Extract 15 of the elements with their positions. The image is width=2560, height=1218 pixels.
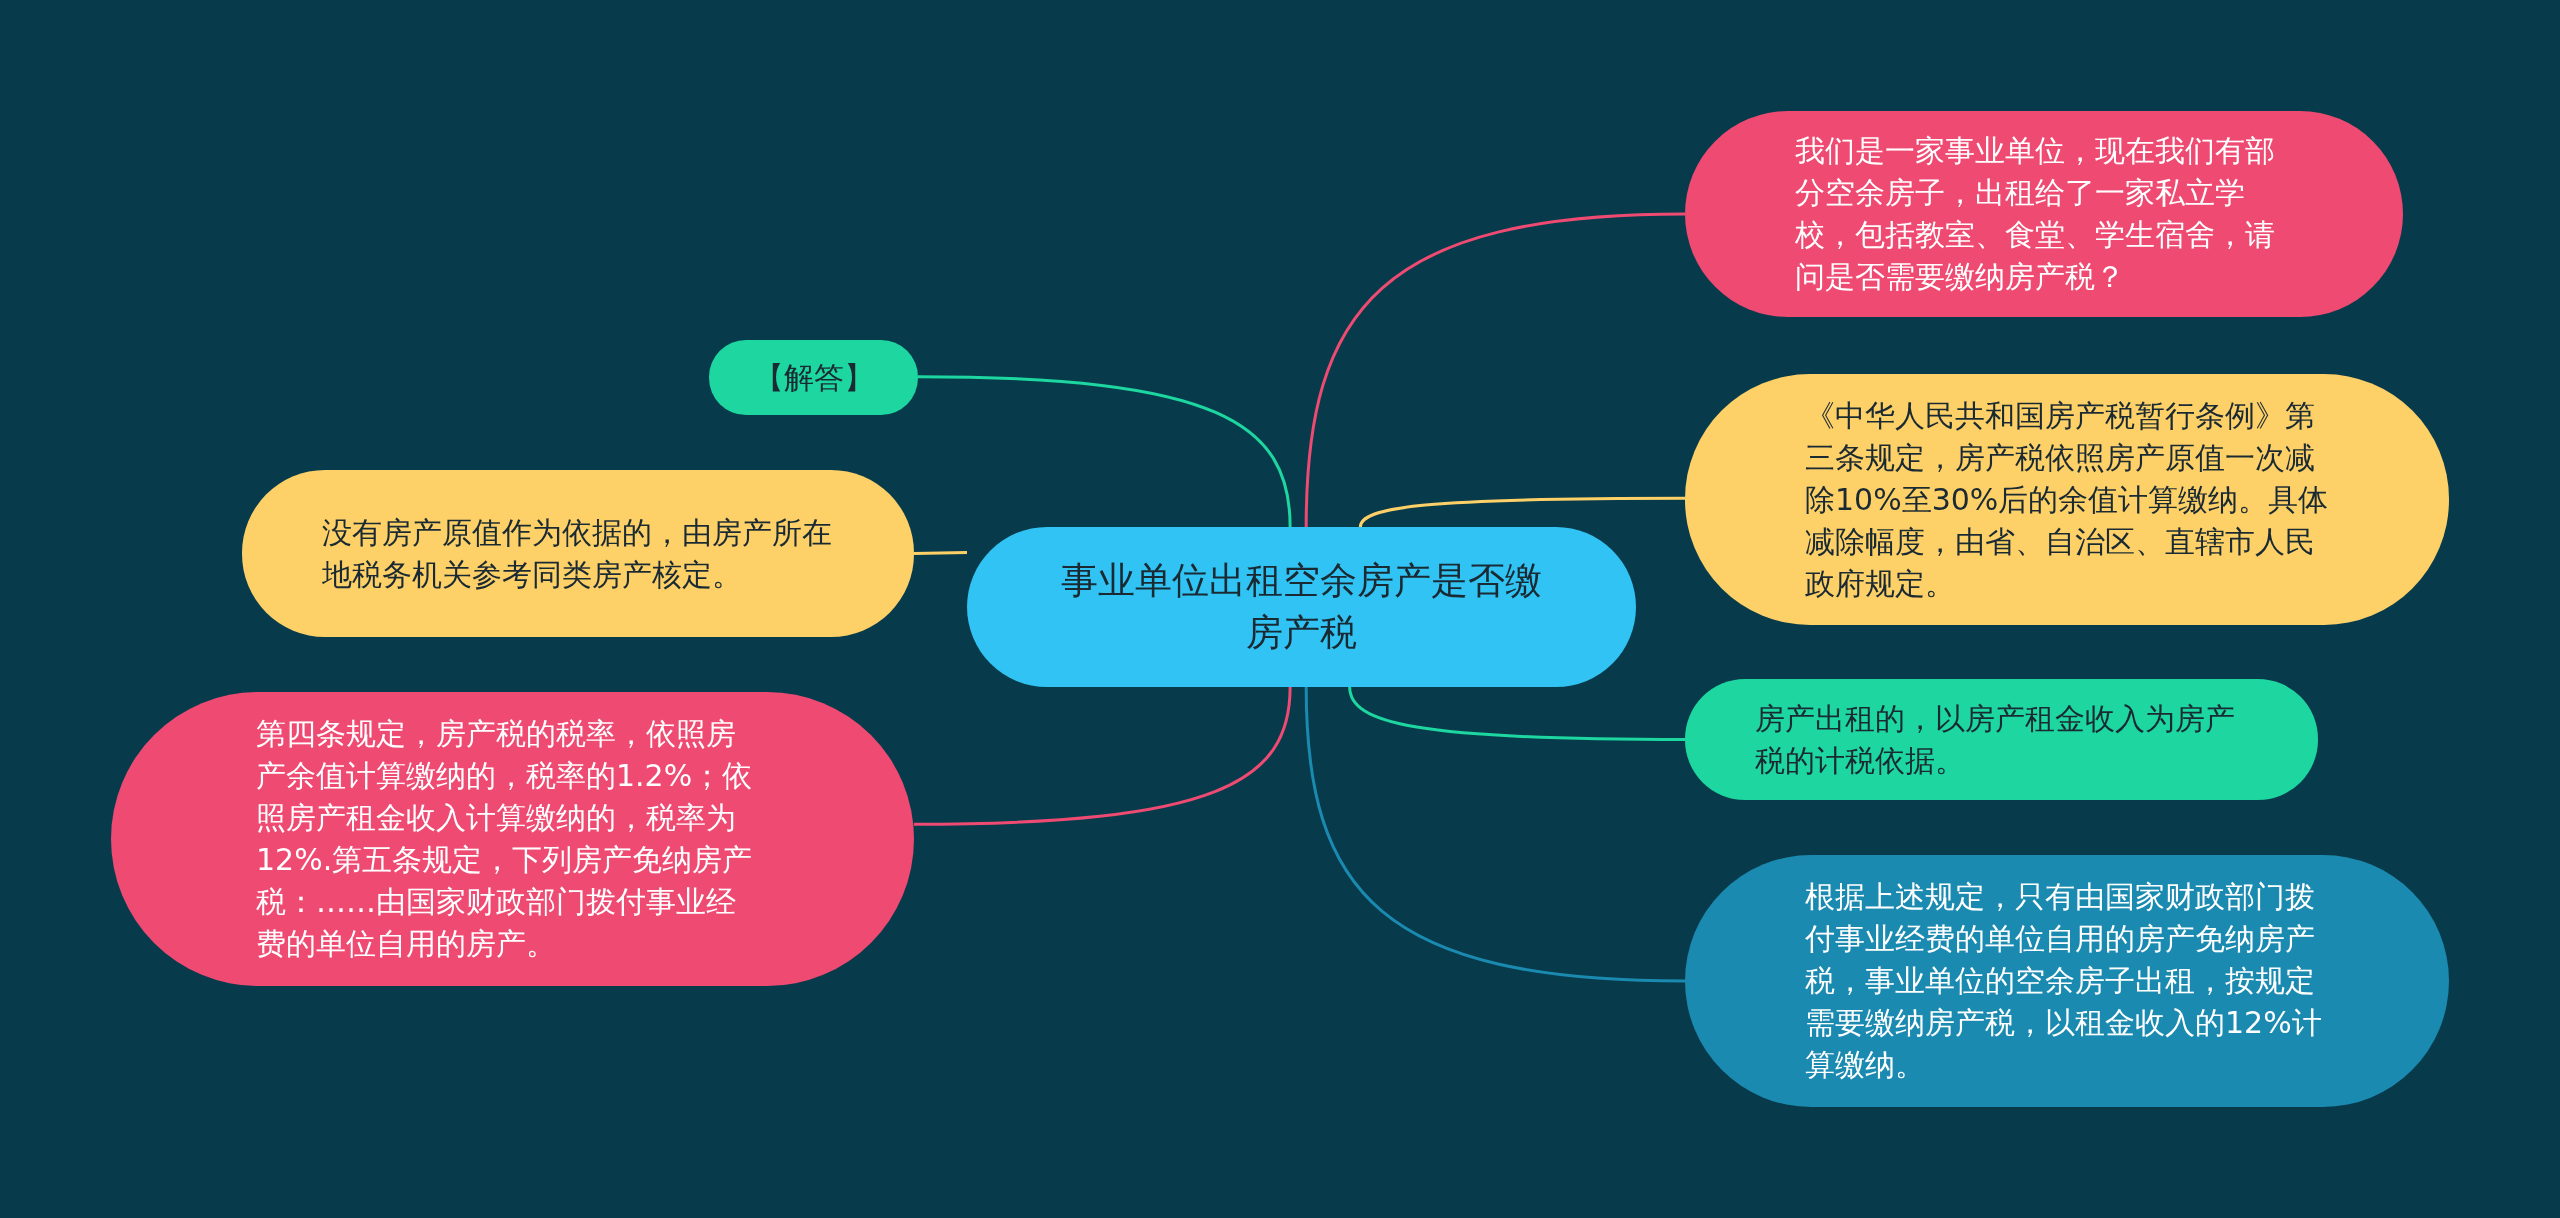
topic-bubble: 没有房产原值作为依据的，由房产所在地税务机关参考同类房产核定。: [242, 470, 914, 637]
topic-bubble: 【解答】: [709, 340, 918, 415]
topic-bubble: 我们是一家事业单位，现在我们有部分空余房子，出租给了一家私立学校，包括教室、食堂、学生宿舍，请问是否需要缴纳房产税？: [1685, 111, 2403, 317]
connector-line: [1304, 212, 1686, 528]
connector-line: [918, 375, 1292, 528]
connector-line: [1304, 686, 1686, 983]
topic-bubble: 房产出租的，以房产租金收入为房产税的计税依据。: [1685, 679, 2318, 800]
central-topic: 事业单位出租空余房产是否缴房产税: [967, 527, 1636, 687]
connector-line: [913, 551, 968, 555]
connector-line: [914, 686, 1292, 826]
topic-bubble: 《中华人民共和国房产税暂行条例》第三条规定，房产税依照房产原值一次减除10%至30%后的余值计算缴纳。具体减除幅度，由省、自治区、直辖市人民政府规定。: [1685, 374, 2449, 625]
topic-bubble: 根据上述规定，只有由国家财政部门拨付事业经费的单位自用的房产免纳房产税，事业单位的空余房子出租，按规定需要缴纳房产税，以租金收入的12%计算缴纳。: [1685, 855, 2449, 1107]
connector-line: [1358, 496, 1685, 528]
topic-bubble: 第四条规定，房产税的税率，依照房产余值计算缴纳的，税率的1.2%；依照房产租金收入计算缴纳的，税率为12%.第五条规定，下列房产免纳房产税：……由国家财政部门拨付事业经费的单位自用的房产。: [111, 692, 914, 986]
connector-line: [1348, 686, 1685, 741]
